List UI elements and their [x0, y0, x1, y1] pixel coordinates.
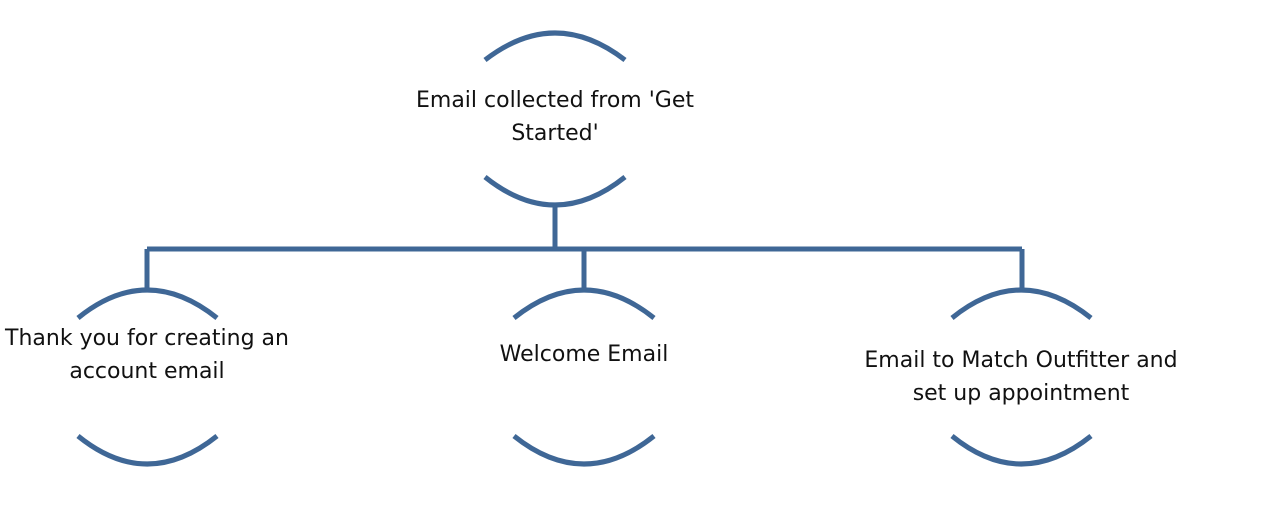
- child-node-1-label-line-2: account email: [69, 359, 225, 384]
- child-node-1-bottom-arc: [76, 434, 219, 467]
- child-node-3-bottom-arc: [950, 434, 1093, 467]
- root-node-label-line-2: Started': [511, 121, 599, 146]
- child-node-2-bottom-arc: [512, 434, 656, 467]
- child-node-1-top-arc: [76, 287, 219, 320]
- child-node-1-label: Thank you for creating an account email: [0, 322, 297, 388]
- root-node-bottom-arc: [483, 175, 627, 208]
- child-node-2-label: Welcome Email: [434, 338, 734, 371]
- root-node-arcs: [483, 30, 627, 208]
- connector-lines: [144, 206, 1025, 288]
- child-node-2-arcs: [512, 287, 656, 467]
- child-node-3-label-line-1: Email to Match Outfitter and: [864, 348, 1178, 373]
- child-node-3-label-line-2: set up appointment: [912, 381, 1130, 406]
- child-node-2-top-arc: [512, 287, 656, 320]
- child-node-2-label-line-1: Welcome Email: [499, 342, 669, 367]
- child-node-1-arcs: [76, 287, 219, 467]
- child-node-3-label: Email to Match Outfitter and set up appo…: [846, 344, 1196, 410]
- root-node-top-arc: [483, 30, 627, 62]
- root-node-label: Email collected from 'Get Started': [405, 84, 705, 150]
- child-node-1-label-line-1: Thank you for creating an: [5, 326, 289, 351]
- child-node-3-top-arc: [950, 287, 1093, 320]
- root-node-label-line-1: Email collected from 'Get: [415, 88, 694, 113]
- child-node-3-arcs: [950, 287, 1093, 467]
